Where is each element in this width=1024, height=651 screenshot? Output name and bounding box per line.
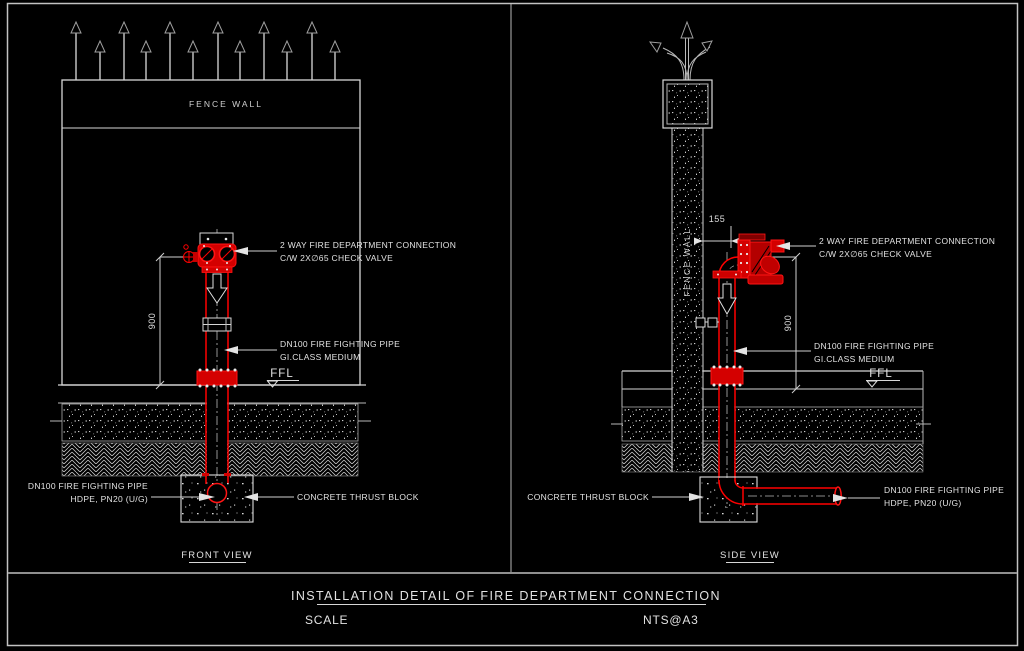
ffl-marker-front: FFL <box>266 368 299 388</box>
svg-text:DN100 FIRE FIGHTING PIPE: DN100 FIRE FIGHTING PIPE <box>28 481 148 491</box>
ffl-flange-front <box>196 368 238 388</box>
ffl-text-side: FFL <box>869 368 892 380</box>
dim-155-text: 155 <box>709 214 726 224</box>
ffl-triangle-front <box>266 380 279 388</box>
fence-wall-label-front: FENCE WALL <box>189 99 263 109</box>
scale-value: NTS@A3 <box>643 613 699 627</box>
svg-text:GI.CLASS MEDIUM: GI.CLASS MEDIUM <box>814 354 895 364</box>
scale-label: SCALE <box>305 613 348 627</box>
svg-text:HDPE, PN20 (U/G): HDPE, PN20 (U/G) <box>70 494 148 504</box>
drawing-title: INSTALLATION DETAIL OF FIRE DEPARTMENT C… <box>291 589 721 603</box>
fdc-support-bracket-side <box>712 270 742 279</box>
fdc-note-front: 2 WAY FIRE DEPARTMENT CONNECTION C/W 2X∅… <box>233 240 456 263</box>
pipe-coupling-front <box>202 317 232 332</box>
outer-border <box>6 2 1019 647</box>
pipe-clamp-side <box>695 317 719 328</box>
ground-section-side <box>611 370 931 473</box>
spray-arrows-side <box>648 20 713 81</box>
flow-down-arrow-side <box>717 283 737 316</box>
side-view: FENCE WALL 155 900 <box>527 20 1004 563</box>
fence-spike-arrows <box>70 20 341 80</box>
ug-pipe-side <box>718 478 842 506</box>
title-block: INSTALLATION DETAIL OF FIRE DEPARTMENT C… <box>291 589 721 627</box>
compacted-layer-side <box>621 443 924 473</box>
fdc-inlet-cap-lower-side <box>760 255 780 275</box>
side-view-caption: SIDE VIEW <box>720 550 780 563</box>
pipe-elbow-front <box>206 482 228 504</box>
svg-text:SIDE VIEW: SIDE VIEW <box>720 550 780 561</box>
ffl-text-front: FFL <box>270 368 293 380</box>
ug-elbow-side <box>718 479 744 505</box>
ug-pipe-note-front: DN100 FIRE FIGHTING PIPE HDPE, PN20 (U/G… <box>28 481 215 504</box>
thrust-block-front <box>180 473 254 523</box>
dim-900-text-front: 900 <box>147 313 157 330</box>
svg-text:FRONT VIEW: FRONT VIEW <box>181 550 252 561</box>
svg-text:HDPE, PN20 (U/G): HDPE, PN20 (U/G) <box>884 498 962 508</box>
spike-arrow <box>70 20 341 80</box>
fdc-assembly-side <box>712 233 785 285</box>
dim-900-text-side: 900 <box>783 315 793 332</box>
svg-text:CONCRETE THRUST BLOCK: CONCRETE THRUST BLOCK <box>527 492 649 502</box>
ffl-triangle-side <box>865 380 879 388</box>
front-view: FENCE WALL 900 <box>28 20 456 563</box>
svg-text:DN100 FIRE FIGHTING PIPE: DN100 FIRE FIGHTING PIPE <box>280 339 400 349</box>
svg-text:DN100 FIRE FIGHTING PIPE: DN100 FIRE FIGHTING PIPE <box>884 485 1004 495</box>
fence-wall-column-side: FENCE WALL <box>662 79 713 471</box>
fdc-mounting-plate-front <box>199 232 234 246</box>
front-view-caption: FRONT VIEW <box>181 550 252 563</box>
ffl-flange-side <box>710 365 744 387</box>
svg-text:2 WAY FIRE DEPARTMENT CONNECTI: 2 WAY FIRE DEPARTMENT CONNECTION <box>280 240 456 250</box>
flange-bolts <box>198 368 237 388</box>
fdc-note-side: 2 WAY FIRE DEPARTMENT CONNECTION C/W 2X∅… <box>776 236 995 259</box>
svg-text:C/W 2X∅65 CHECK VALVE: C/W 2X∅65 CHECK VALVE <box>819 249 932 259</box>
drawing-frame <box>6 2 1019 647</box>
svg-text:GI.CLASS MEDIUM: GI.CLASS MEDIUM <box>280 352 361 362</box>
flow-down-arrow-front <box>206 273 228 304</box>
svg-text:2 WAY FIRE DEPARTMENT CONNECTI: 2 WAY FIRE DEPARTMENT CONNECTION <box>819 236 995 246</box>
fdc-handwheel-front <box>183 244 198 263</box>
fdc-assembly-front <box>183 232 237 273</box>
pipe-note-side: DN100 FIRE FIGHTING PIPE GI.CLASS MEDIUM <box>733 341 934 364</box>
svg-text:C/W 2X∅65 CHECK VALVE: C/W 2X∅65 CHECK VALVE <box>280 253 393 263</box>
svg-text:DN100 FIRE FIGHTING PIPE: DN100 FIRE FIGHTING PIPE <box>814 341 934 351</box>
thrust-block-note-front: CONCRETE THRUST BLOCK <box>244 492 419 502</box>
pipe-note-front: DN100 FIRE FIGHTING PIPE GI.CLASS MEDIUM <box>224 339 400 362</box>
ffl-marker-side: FFL <box>865 368 900 388</box>
thrust-block-note-side: CONCRETE THRUST BLOCK <box>527 492 704 502</box>
soil-layer-side <box>621 406 924 442</box>
svg-text:CONCRETE THRUST BLOCK: CONCRETE THRUST BLOCK <box>297 492 419 502</box>
ug-pipe-note-side: DN100 FIRE FIGHTING PIPE HDPE, PN20 (U/G… <box>833 485 1004 508</box>
fence-wall-label-side: FENCE WALL <box>682 227 692 296</box>
dim-900-front: 900 <box>147 252 197 390</box>
